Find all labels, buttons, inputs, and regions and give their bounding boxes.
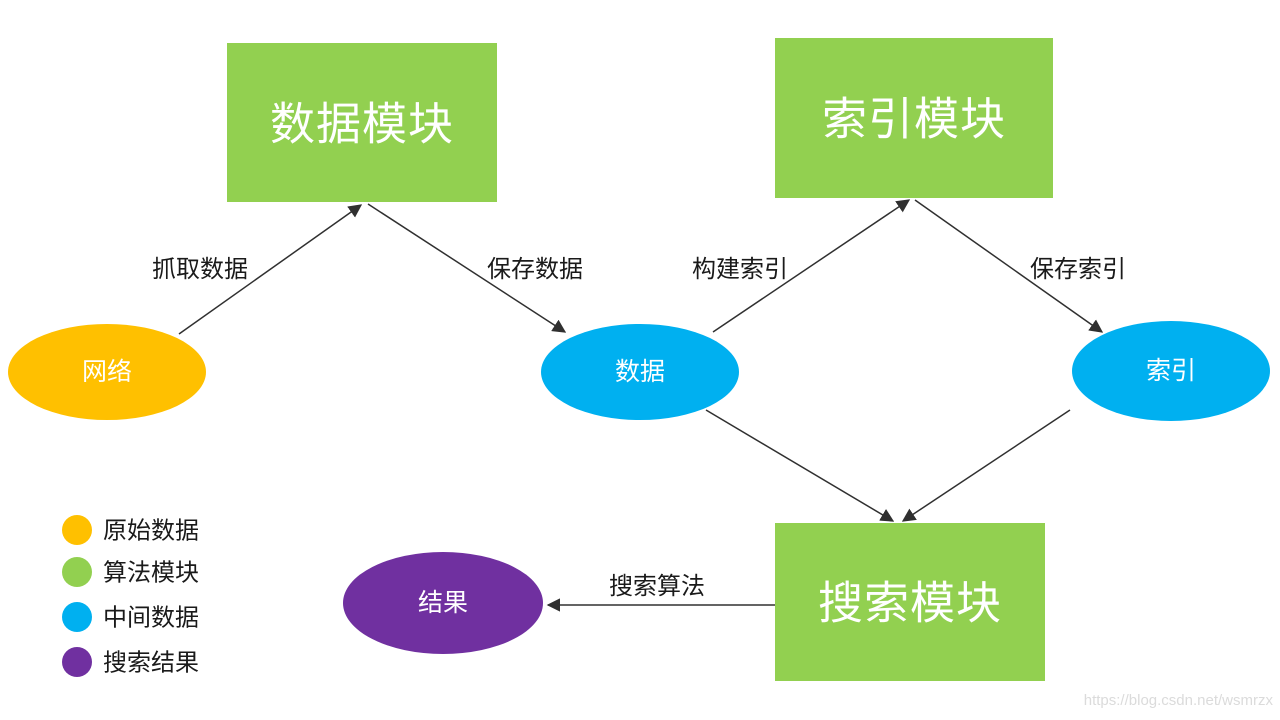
edge-label-search-algorithm: 搜索算法 bbox=[609, 573, 705, 600]
watermark: https://blog.csdn.net/wsmrzx bbox=[1084, 692, 1274, 709]
result-label: 结果 bbox=[418, 589, 468, 617]
edge-label-build-index: 构建索引 bbox=[692, 256, 788, 283]
edge-data-to-search-module bbox=[705, 409, 895, 522]
network-ellipse bbox=[8, 324, 206, 420]
search-module-box bbox=[775, 523, 1045, 681]
legend-swatch-algorithm-module bbox=[62, 557, 92, 587]
legend-swatch-intermediate-data bbox=[62, 602, 92, 632]
legend-label-algorithm-module: 算法模块 bbox=[103, 560, 199, 587]
edge-data-to-index-module bbox=[712, 199, 911, 333]
data-ellipse bbox=[541, 324, 739, 420]
index-module-box bbox=[775, 38, 1053, 198]
edge-data-module-to-data bbox=[367, 203, 567, 333]
legend-label-raw-data: 原始数据 bbox=[103, 518, 199, 545]
index-ellipse bbox=[1072, 321, 1270, 421]
edge-label-save-data: 保存数据 bbox=[487, 256, 583, 283]
node-result: 结果 bbox=[343, 552, 543, 654]
edge-index-module-to-index bbox=[914, 199, 1104, 333]
node-index-module: 索引模块 bbox=[775, 38, 1053, 198]
result-ellipse bbox=[343, 552, 543, 654]
legend-label-search-result: 搜索结果 bbox=[103, 650, 199, 677]
node-index: 索引 bbox=[1072, 321, 1270, 421]
search-module-label: 搜索模块 bbox=[818, 578, 1002, 629]
network-label: 网络 bbox=[82, 358, 132, 386]
edge-label-fetch-data: 抓取数据 bbox=[152, 256, 248, 283]
data-module-label: 数据模块 bbox=[270, 99, 454, 150]
edge-index-to-search-module bbox=[901, 409, 1071, 522]
node-data: 数据 bbox=[541, 324, 739, 420]
index-label: 索引 bbox=[1146, 357, 1196, 385]
edge-label-save-index: 保存索引 bbox=[1030, 256, 1126, 283]
index-module-label: 索引模块 bbox=[822, 94, 1006, 145]
legend-swatch-search-result bbox=[62, 647, 92, 677]
legend-swatch-raw-data bbox=[62, 515, 92, 545]
data-module-box bbox=[227, 43, 497, 202]
legend-label-intermediate-data: 中间数据 bbox=[103, 605, 199, 632]
data-label: 数据 bbox=[615, 358, 665, 386]
edge-network-to-data-module bbox=[178, 204, 363, 335]
node-data-module: 数据模块 bbox=[227, 43, 497, 202]
node-search-module: 搜索模块 bbox=[775, 523, 1045, 681]
legend: 原始数据 算法模块 中间数据 搜索结果 bbox=[62, 515, 199, 677]
node-network: 网络 bbox=[8, 324, 206, 420]
